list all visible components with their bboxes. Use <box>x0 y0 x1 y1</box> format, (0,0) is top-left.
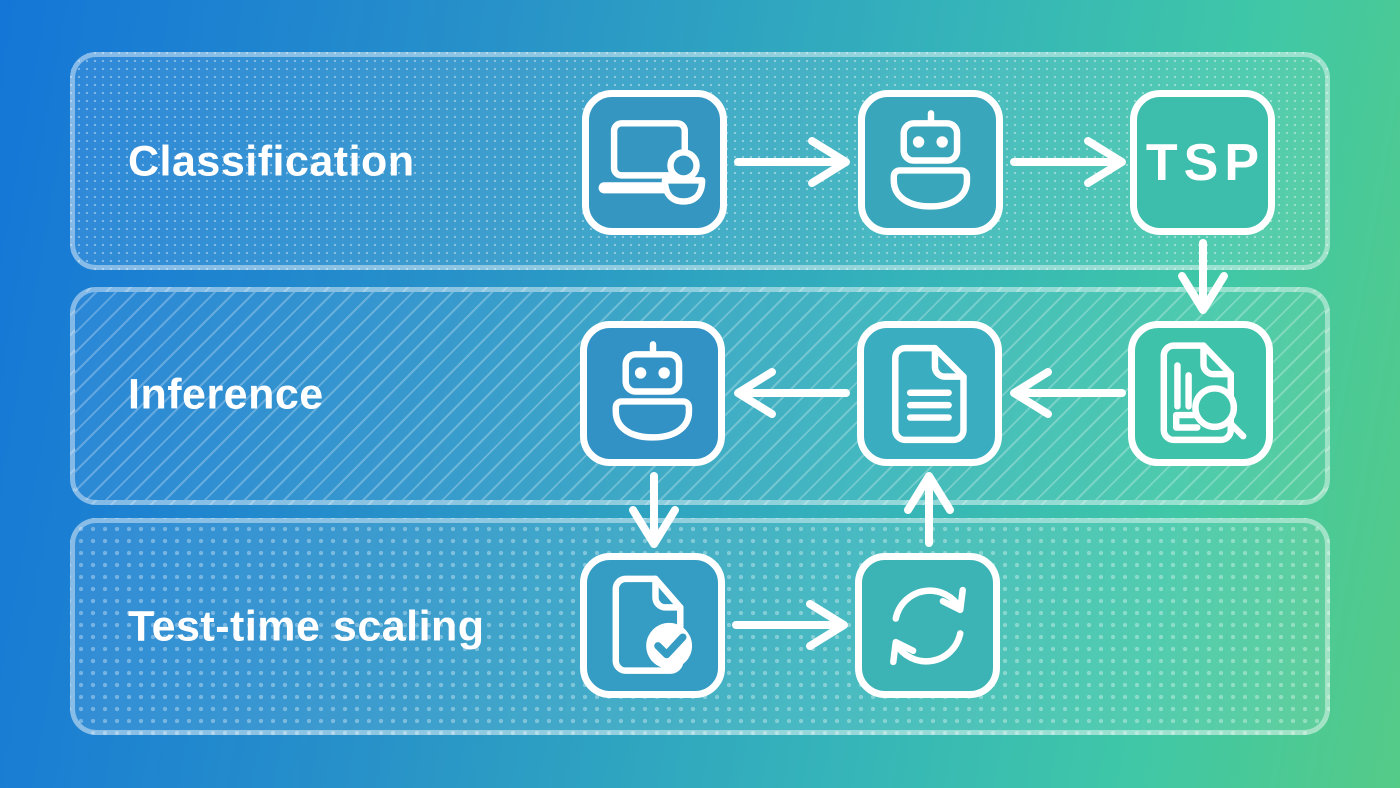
robot-icon <box>612 340 692 441</box>
document-icon <box>891 344 967 443</box>
row-label-classification: Classification <box>128 137 415 186</box>
sync-icon <box>889 586 966 665</box>
node-laptop-user <box>582 90 727 235</box>
laptop-user-icon <box>598 119 705 205</box>
row-label-inference: Inference <box>128 370 324 419</box>
node-robot-classification <box>858 90 1003 235</box>
document-search-icon <box>1160 341 1246 443</box>
node-document-check <box>580 553 725 698</box>
node-tsp: TSP <box>1130 90 1275 235</box>
row-label-test-time-scaling: Test-time scaling <box>128 602 485 651</box>
node-robot-inference <box>580 321 725 466</box>
node-document <box>857 321 1002 466</box>
document-check-icon <box>612 575 692 674</box>
node-document-search <box>1128 321 1273 466</box>
tsp-label: TSP <box>1145 133 1266 192</box>
node-sync <box>855 553 1000 698</box>
robot-icon <box>890 109 970 210</box>
